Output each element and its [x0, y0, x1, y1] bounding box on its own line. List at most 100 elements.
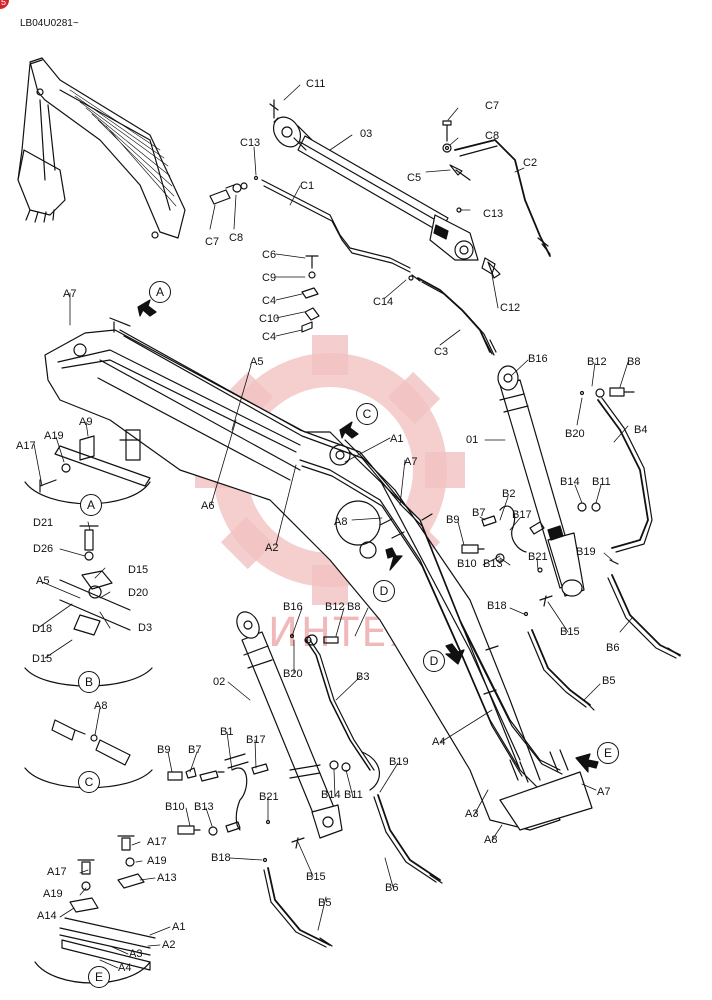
label-b12: B12 — [587, 356, 607, 368]
label-b20: B20 — [565, 428, 585, 440]
label-a4-b: A4 — [118, 962, 132, 974]
label-c13-b: C13 — [483, 208, 504, 220]
label-d21: D21 — [33, 517, 54, 529]
label-b11: B11 — [592, 476, 611, 488]
label-a7-b: A7 — [404, 456, 418, 468]
label-d15-b: D15 — [32, 653, 53, 665]
label-b4: B4 — [634, 424, 648, 436]
label-b19: B19 — [576, 546, 596, 558]
label-b10: B10 — [457, 558, 477, 570]
label-d26: D26 — [33, 543, 54, 555]
boom-structure — [44, 317, 593, 831]
label-c5: C5 — [407, 172, 422, 184]
label-b16: B16 — [528, 353, 548, 365]
label-b13: B13 — [483, 558, 503, 570]
label-a5-b: A5 — [36, 575, 50, 587]
label-b5: B5 — [602, 675, 616, 687]
label-03: 03 — [360, 128, 373, 140]
label-b1: B1 — [220, 726, 234, 738]
hardware-c-group — [209, 120, 501, 333]
label-01: 01 — [466, 434, 479, 446]
page-badge: 5 — [0, 0, 9, 9]
label-b19-b: B19 — [389, 756, 409, 768]
label-b8-b: B8 — [347, 601, 361, 613]
label-c10: C10 — [259, 313, 280, 325]
label-b17: B17 — [512, 509, 532, 521]
hoses-b-right — [461, 387, 681, 711]
label-b7: B7 — [472, 507, 486, 519]
label-b8: B8 — [627, 356, 641, 368]
boom-cylinder-01 — [497, 365, 585, 597]
label-b21-b: B21 — [259, 791, 279, 803]
label-c1: C1 — [300, 180, 315, 192]
label-b9: B9 — [446, 514, 460, 526]
label-c7-b: C7 — [205, 236, 220, 248]
callout-arrows — [137, 299, 599, 773]
label-b7-b: B7 — [188, 744, 202, 756]
arm-cylinder-03 — [269, 99, 479, 261]
label-b10-b: B10 — [165, 801, 185, 813]
label-a19: A19 — [44, 430, 64, 442]
label-b16-b: B16 — [283, 601, 303, 613]
callout-a: A — [149, 281, 171, 303]
label-c14: C14 — [373, 296, 394, 308]
leader-lines — [33, 84, 633, 969]
label-b17-b: B17 — [246, 734, 266, 746]
label-c11: C11 — [306, 78, 326, 90]
label-a14: A14 — [37, 910, 57, 922]
label-b20-b: B20 — [283, 668, 303, 680]
label-a3-b: A3 — [129, 948, 143, 960]
label-b3: B3 — [356, 671, 370, 683]
label-d3: D3 — [138, 622, 153, 634]
label-b15: B15 — [560, 626, 580, 638]
label-a2: A2 — [265, 542, 279, 554]
bucket-cylinder-02 — [167, 611, 443, 948]
label-b21: B21 — [528, 551, 548, 563]
label-b18: B18 — [487, 600, 507, 612]
label-b15-b: B15 — [306, 871, 326, 883]
callout-e: E — [597, 742, 619, 764]
label-b11-b: B11 — [344, 789, 363, 801]
label-c4: C4 — [262, 295, 277, 307]
label-a4: A4 — [432, 736, 446, 748]
label-c13: C13 — [240, 137, 261, 149]
label-b14: B14 — [560, 476, 580, 488]
callout-d: D — [373, 580, 395, 602]
detail-e-label: E — [88, 966, 110, 988]
label-c12: C12 — [500, 302, 521, 314]
callout-d-2: D — [423, 650, 445, 672]
label-c6: C6 — [262, 249, 277, 261]
label-c3: C3 — [434, 346, 449, 358]
label-b2: B2 — [502, 488, 516, 500]
document-code: LB04U0281~ — [20, 18, 79, 29]
label-a17-c: A17 — [47, 866, 67, 878]
label-b5-b: B5 — [318, 897, 332, 909]
label-a17: A17 — [16, 440, 36, 452]
label-a13: A13 — [157, 872, 177, 884]
label-a1-b: A1 — [172, 921, 186, 933]
label-a8-b: A8 — [94, 700, 108, 712]
label-a17-b: A17 — [147, 836, 167, 848]
label-02: 02 — [213, 676, 226, 688]
label-a3: A3 — [465, 808, 479, 820]
label-a9: A9 — [79, 416, 93, 428]
label-b14-b: B14 — [321, 789, 341, 801]
callout-c: C — [356, 403, 378, 425]
label-a7: A7 — [63, 288, 77, 300]
label-a19-b: A19 — [147, 855, 167, 867]
label-b6: B6 — [606, 642, 620, 654]
label-d20: D20 — [128, 587, 149, 599]
label-d18: D18 — [32, 623, 53, 635]
label-c4-b: C4 — [262, 331, 277, 343]
label-c9: C9 — [262, 272, 277, 284]
label-a1: A1 — [390, 433, 404, 445]
label-b9-b: B9 — [157, 744, 171, 756]
label-a19-c: A19 — [43, 888, 63, 900]
label-b12-b: B12 — [325, 601, 345, 613]
label-d15: D15 — [128, 564, 149, 576]
label-a8-c: A8 — [484, 834, 498, 846]
label-c7: C7 — [485, 100, 500, 112]
label-c8-b: C8 — [229, 232, 244, 244]
